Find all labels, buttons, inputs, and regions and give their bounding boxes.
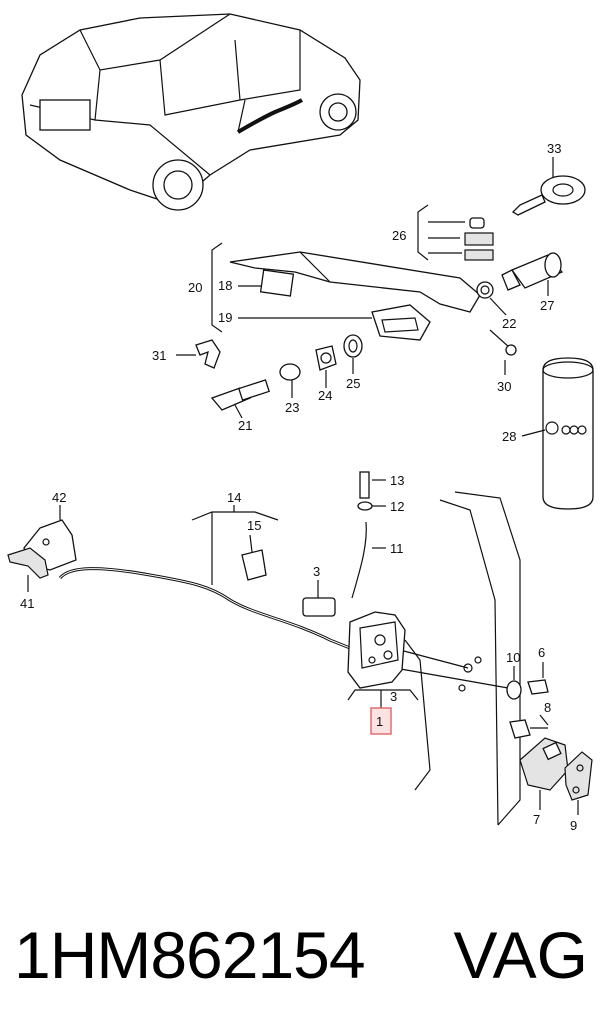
label-9: 9: [570, 818, 577, 833]
label-14: 14: [227, 490, 241, 505]
label-15: 15: [247, 518, 261, 533]
label-30: 30: [497, 379, 511, 394]
clip-set-26: [417, 204, 494, 261]
cable-14: [58, 505, 351, 650]
label-25: 25: [346, 376, 360, 391]
part-number: 1HM862154: [14, 918, 366, 992]
car-illustration: [21, 13, 361, 211]
label-27: 27: [540, 298, 554, 313]
footer: 1HM862154 VAG: [0, 905, 600, 1015]
label-24: 24: [318, 388, 332, 403]
label-42: 42: [52, 490, 66, 505]
label-3-bottom: 3: [390, 689, 397, 704]
door-lock-1: [347, 611, 419, 708]
label-41: 41: [20, 596, 34, 611]
bolt-10-6: [506, 662, 549, 700]
brand-name: VAG: [453, 918, 588, 992]
screw-30: [489, 329, 517, 375]
spray-can-28: [521, 357, 594, 510]
label-7: 7: [533, 812, 540, 827]
label-31: 31: [152, 348, 166, 363]
label-1: 1: [376, 714, 383, 729]
label-13: 13: [390, 473, 404, 488]
bracket-42-41: [7, 505, 77, 592]
striker-plate: [509, 714, 593, 815]
label-20: 20: [188, 280, 202, 295]
label-3-top: 3: [313, 564, 320, 579]
lock-cylinder-27: [476, 252, 564, 316]
label-10: 10: [506, 650, 520, 665]
cylinder-parts: [210, 334, 363, 419]
label-12: 12: [390, 499, 404, 514]
label-11: 11: [390, 541, 404, 556]
connector-3: [302, 580, 336, 617]
label-21: 21: [238, 418, 252, 433]
rod-parts: [351, 471, 386, 599]
label-28: 28: [502, 429, 516, 444]
label-26: 26: [392, 228, 406, 243]
door-handle-20: [211, 242, 481, 341]
label-23: 23: [285, 400, 299, 415]
door-panel: [394, 491, 521, 826]
label-6: 6: [538, 645, 545, 660]
key-part: [511, 157, 586, 216]
label-18: 18: [218, 278, 232, 293]
label-19: 19: [218, 310, 232, 325]
label-33: 33: [547, 141, 561, 156]
highlight-box-1: [370, 707, 392, 735]
label-8: 8: [544, 700, 551, 715]
clip-31: [176, 339, 221, 369]
label-22: 22: [502, 316, 516, 331]
